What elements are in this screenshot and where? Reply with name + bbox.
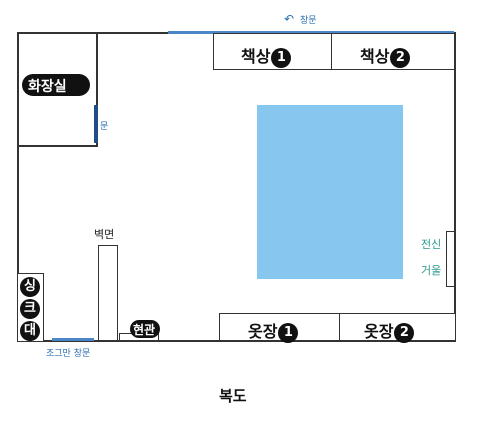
window-arrow-icon: ↶ — [284, 12, 295, 26]
wall-right — [454, 32, 456, 342]
wall-bottom — [17, 340, 456, 342]
bathroom-door — [94, 105, 98, 143]
wall-pillar — [98, 245, 118, 341]
bathroom-wall-bottom — [17, 145, 98, 147]
small-window-label: 조그만 창문 — [46, 349, 91, 359]
small-window — [52, 338, 94, 341]
top-window — [168, 31, 454, 34]
mirror-label: 전신 거울 — [421, 238, 442, 277]
bathroom-door-label: 문 — [100, 122, 109, 132]
sink-label: 싱 크 대 — [20, 277, 40, 341]
wall-pillar-label: 벽면 — [94, 228, 115, 241]
corridor-label: 복도 — [219, 387, 247, 405]
wall-left — [17, 32, 19, 342]
top-window-label: 창문 — [300, 16, 317, 26]
bed — [257, 105, 403, 279]
mirror — [446, 231, 455, 287]
bathroom-wall-right — [96, 32, 98, 146]
